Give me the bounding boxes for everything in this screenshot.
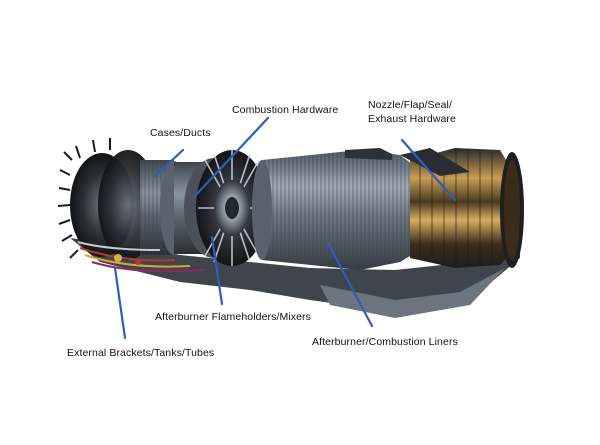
label-external-brackets: External Brackets/Tanks/Tubes	[67, 347, 215, 359]
label-combustion-hardware: Combustion Hardware	[232, 104, 339, 116]
leader-cases-ducts	[153, 148, 185, 178]
afterburner-liner	[252, 148, 420, 270]
nozzle-section	[400, 148, 524, 268]
external-tubes	[77, 241, 206, 273]
label-nozzle-line1: Nozzle/Flap/Seal/	[368, 99, 452, 111]
leader-external	[113, 266, 127, 340]
leader-combustion-hardware	[193, 116, 270, 198]
leader-nozzle	[400, 138, 457, 202]
label-nozzle-line2: Exhaust Hardware	[368, 113, 456, 126]
label-afterburner-liners: Afterburner/Combustion Liners	[312, 336, 458, 348]
combustion-section	[174, 150, 268, 266]
leader-liners	[326, 241, 374, 328]
label-cases-ducts: Cases/Ducts	[150, 127, 211, 139]
label-afterburner-flameholders: Afterburner Flameholders/Mixers	[155, 311, 311, 323]
leader-flameholders	[210, 235, 224, 306]
label-nozzle-exhaust: Nozzle/Flap/Seal/ Exhaust Hardware	[368, 98, 456, 126]
lower-casing	[70, 238, 520, 318]
leader-lines	[113, 116, 457, 340]
